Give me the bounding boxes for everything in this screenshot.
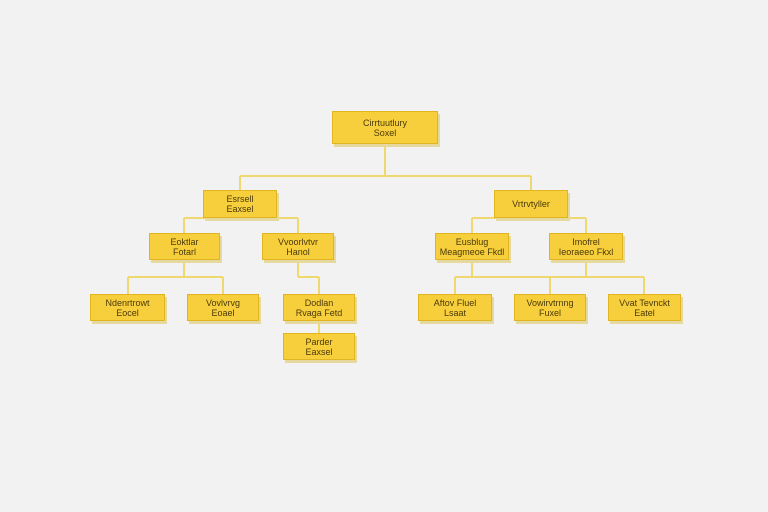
node-rl-left-line1: Aftov Fluel: [433, 297, 477, 308]
node-ll-left-line1: Ndenrtrowt: [105, 297, 150, 308]
node-left-right-line1: Vvoorlvtvr: [277, 236, 318, 247]
node-left: Esrsell Eaxsel: [203, 190, 277, 218]
node-right-line1: Vrtrvtyller: [512, 199, 550, 209]
node-rr-child: Vvat Tevnckt Eatel: [608, 294, 681, 321]
node-rl-right: Vowirvtrnng Fuxel: [514, 294, 586, 321]
node-ll-left: Ndenrtrowt Eocel: [90, 294, 165, 321]
node-right-right-line1: Imofrel: [572, 236, 600, 247]
node-left-left-line1: Eoktlar: [170, 236, 199, 247]
node-left-right: Vvoorlvtvr Hanol: [262, 233, 334, 260]
node-ll-left-line2: Eocel: [116, 307, 139, 318]
node-right: Vrtrvtyller: [494, 190, 568, 218]
node-left-right-line2: Hanol: [286, 246, 310, 257]
node-ll-right-line1: Vovlvrvg: [205, 297, 240, 308]
node-lr-grandchild: Parder Eaxsel: [283, 333, 355, 360]
node-right-left-line2: Meagmeoe Fkdl: [439, 246, 505, 257]
node-rl-right-line2: Fuxel: [538, 307, 561, 318]
node-lr-grandchild-line2: Eaxsel: [305, 346, 333, 357]
node-rl-right-line1: Vowirvtrnng: [526, 297, 574, 308]
node-root: Cirrtuutlury Soxel: [332, 111, 438, 144]
node-lr-child-line2: Rvaga Fetd: [295, 307, 343, 318]
node-rl-left-line2: Lsaat: [443, 307, 467, 318]
node-right-left-line1: Eusblug: [455, 236, 489, 247]
node-left-line1: Esrsell: [226, 194, 254, 204]
node-rr-child-line1: Vvat Tevnckt: [619, 297, 670, 308]
node-right-right-line2: Ieoraeeo Fkxl: [558, 246, 614, 257]
node-lr-grandchild-line1: Parder: [305, 336, 333, 347]
node-ll-right-line2: Eoael: [211, 307, 235, 318]
node-right-right: Imofrel Ieoraeeo Fkxl: [549, 233, 623, 260]
node-lr-child: Dodlan Rvaga Fetd: [283, 294, 355, 321]
node-left-left-line2: Fotarl: [172, 246, 196, 257]
node-root-line2: Soxel: [373, 127, 397, 138]
node-left-left: Eoktlar Fotarl: [149, 233, 220, 260]
node-right-left: Eusblug Meagmeoe Fkdl: [435, 233, 509, 260]
node-root-line1: Cirrtuutlury: [362, 117, 407, 128]
node-rl-left: Aftov Fluel Lsaat: [418, 294, 492, 321]
node-lr-child-line1: Dodlan: [304, 297, 334, 308]
node-rr-child-line2: Eatel: [634, 307, 655, 318]
node-ll-right: Vovlvrvg Eoael: [187, 294, 259, 321]
node-left-line2: Eaxsel: [226, 204, 254, 214]
